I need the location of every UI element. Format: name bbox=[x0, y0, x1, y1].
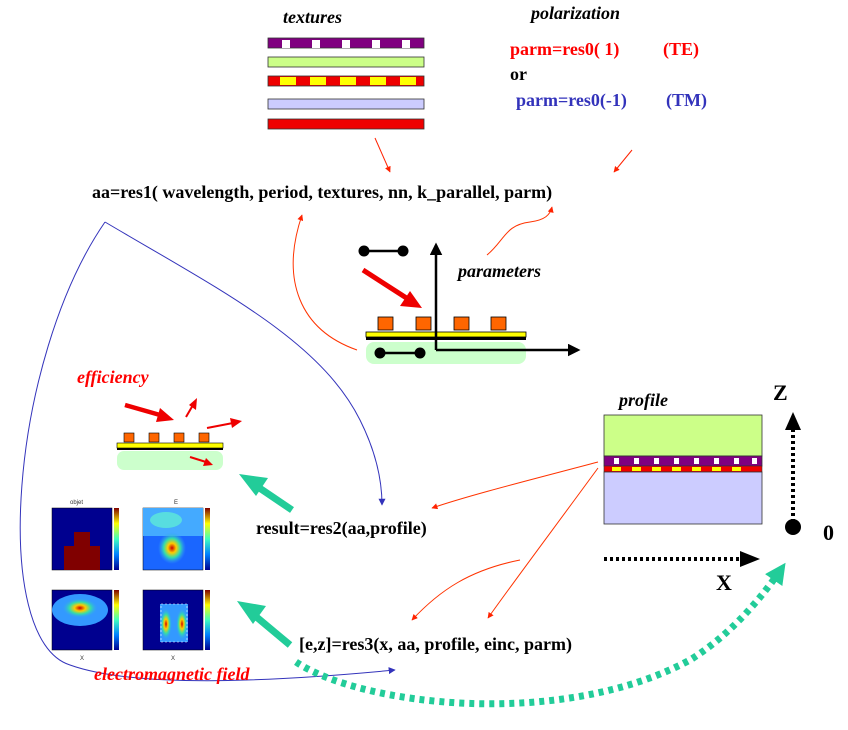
blue-loop-curve bbox=[19, 221, 396, 682]
res2-call: result=res2(aa,profile) bbox=[256, 518, 427, 539]
arrow-textures-to-res1 bbox=[374, 137, 391, 173]
curve-profile-to-res2 bbox=[431, 461, 599, 510]
parameters-label: parameters bbox=[456, 261, 541, 281]
axis-z-label: Z bbox=[773, 380, 788, 405]
teal-arrow-res2-to-efficiency bbox=[256, 484, 294, 513]
efficiency-sketch bbox=[116, 398, 242, 470]
ridge bbox=[490, 316, 507, 331]
teal-dotted-curve-res3-to-origin bbox=[294, 562, 786, 708]
efficiency-label: efficiency bbox=[77, 367, 150, 387]
em-field-label: electromagnetic field bbox=[94, 664, 250, 684]
ridge bbox=[377, 316, 394, 331]
teal-arrow-res3-to-field bbox=[251, 612, 293, 648]
curve-profile-to-res3 bbox=[487, 467, 599, 619]
curve-parameters-to-res1-right bbox=[486, 206, 554, 256]
incident-wave-arrow bbox=[361, 267, 410, 302]
depth-dumbbell-icon bbox=[374, 347, 426, 359]
or-label: or bbox=[510, 64, 527, 84]
parameters-substrate bbox=[366, 342, 526, 364]
curve-parameters-to-res1-left bbox=[292, 214, 358, 351]
texture-lavender bbox=[267, 98, 425, 110]
texture-green bbox=[267, 56, 425, 68]
origin-dot bbox=[785, 519, 801, 535]
field-panel-xlabel: X bbox=[171, 656, 175, 662]
parameters-sketch bbox=[358, 242, 581, 364]
profile-label: profile bbox=[617, 390, 668, 410]
blue-curve-to-res2 bbox=[104, 221, 386, 506]
axis-x-label: X bbox=[716, 570, 732, 595]
origin-label: 0 bbox=[823, 520, 834, 545]
te-label: (TE) bbox=[663, 39, 699, 60]
curve-res2-to-res3 bbox=[411, 559, 521, 621]
em-field-panels: objet E X X bbox=[51, 500, 210, 662]
ridge bbox=[453, 316, 470, 331]
ridge bbox=[415, 316, 432, 331]
res3-call: [e,z]=res3(x, aa, profile, einc, parm) bbox=[299, 634, 572, 655]
profile-stack bbox=[603, 414, 763, 525]
arrow-polarization-to-res1 bbox=[613, 149, 633, 173]
tm-label: (TM) bbox=[666, 90, 707, 111]
period-dumbbell-icon bbox=[358, 245, 409, 257]
parm-te-text: parm=res0( 1) bbox=[510, 39, 619, 60]
polarization-label: polarization bbox=[529, 3, 620, 23]
field-panel-title: E bbox=[174, 500, 178, 506]
texture-purple-white bbox=[267, 37, 425, 49]
texture-red bbox=[267, 118, 425, 130]
res1-call: aa=res1( wavelength, period, textures, n… bbox=[92, 182, 552, 203]
texture-red-yellow bbox=[267, 75, 425, 87]
field-panel-title: objet bbox=[70, 500, 83, 506]
texture-stack bbox=[267, 37, 425, 130]
parm-tm-text: parm=res0(-1) bbox=[516, 90, 627, 111]
textures-label: textures bbox=[283, 7, 342, 27]
field-panel-xlabel: X bbox=[80, 656, 84, 662]
